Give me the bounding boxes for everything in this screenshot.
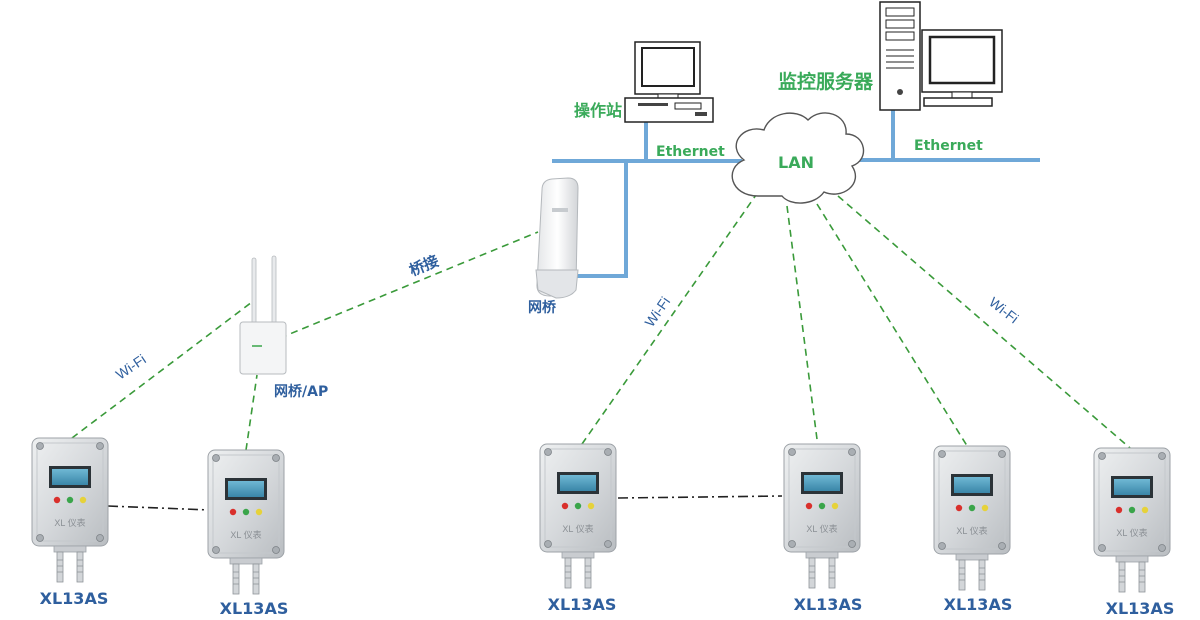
device-model-label: XL13AS	[40, 589, 109, 608]
bridge-label: 网桥	[528, 299, 557, 316]
device-brand: XL 仪表	[1116, 527, 1147, 538]
device-model-label: XL13AS	[1106, 599, 1175, 618]
wireless-bridge-device	[535, 177, 579, 299]
lan-label: LAN	[778, 153, 814, 172]
bridge-ap-label: 网桥/AP	[274, 383, 328, 400]
bridge-ap-router	[239, 255, 287, 375]
lan-cloud: LAN	[731, 112, 865, 204]
operator-station-label: 操作站	[574, 101, 622, 120]
transmitter-device: XL 仪表	[783, 443, 861, 589]
monitor-server-computer	[879, 1, 1003, 111]
device-model-label: XL13AS	[220, 599, 289, 618]
transmitter-device: XL 仪表	[933, 445, 1011, 591]
ethernet-label-left: Ethernet	[656, 144, 725, 160]
device-brand: XL 仪表	[562, 523, 593, 534]
operator-station-computer	[624, 41, 714, 123]
device-model-label: XL13AS	[548, 595, 617, 614]
ethernet-backbone	[552, 110, 1040, 278]
monitor-server-label: 监控服务器	[778, 70, 874, 93]
ethernet-label-right: Ethernet	[914, 138, 983, 154]
transmitter-device: XL 仪表	[207, 449, 285, 595]
transmitter-device: XL 仪表	[539, 443, 617, 589]
device-model-label: XL13AS	[794, 595, 863, 614]
bridge-link-label: 桥接	[407, 252, 442, 280]
device-brand: XL 仪表	[806, 523, 837, 534]
transmitter-device: XL 仪表	[31, 437, 109, 583]
device-chains	[107, 495, 783, 511]
device-brand: XL 仪表	[956, 525, 987, 536]
device-brand: XL 仪表	[230, 529, 261, 540]
wifi-label-left: Wi-Fi	[113, 351, 149, 383]
transmitter-device: XL 仪表	[1093, 447, 1171, 593]
device-brand: XL 仪表	[54, 517, 85, 528]
device-model-label: XL13AS	[944, 595, 1013, 614]
wifi-label-center: Wi-Fi	[641, 294, 673, 330]
wifi-label-right: Wi-Fi	[986, 294, 1022, 327]
wireless-links	[71, 194, 1131, 451]
